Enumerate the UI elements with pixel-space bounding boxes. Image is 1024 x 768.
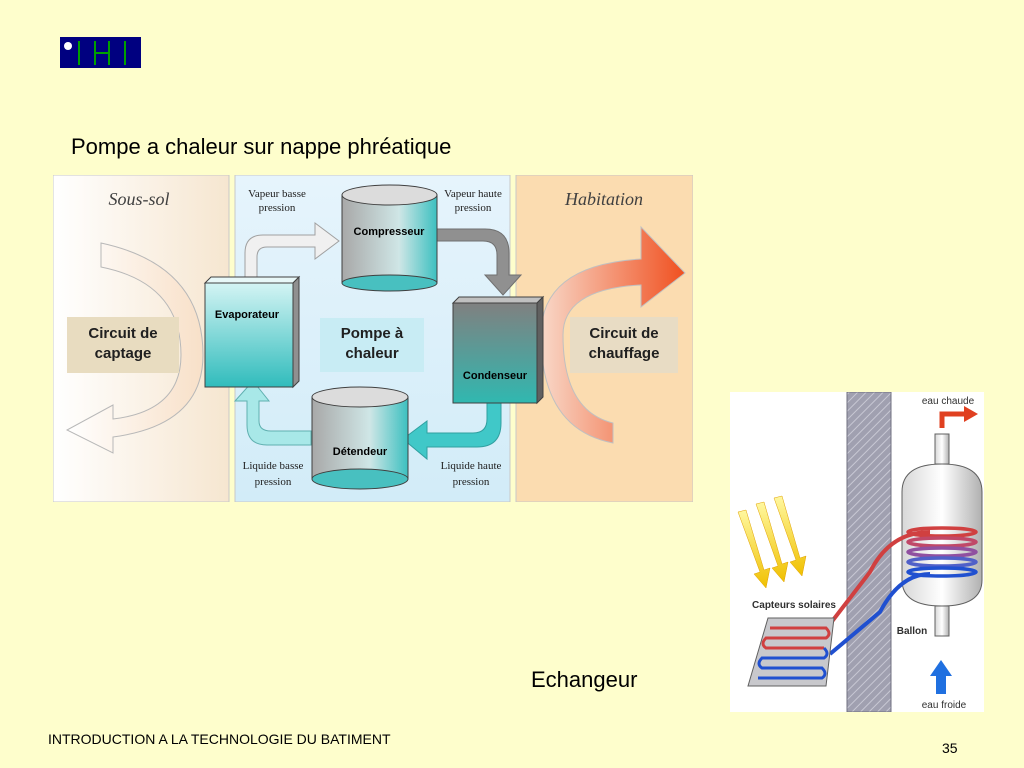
zone-habitation: Habitation [564,189,643,209]
zone-sous-sol: Sous-sol [108,189,169,209]
circuit-chauffage-line2: chauffage [589,345,660,362]
slide-title: Pompe a chaleur sur nappe phréatique [71,134,452,159]
compresseur-label: Compresseur [354,226,426,238]
liquide-haute-line1: Liquide haute [441,460,502,472]
compresseur-cylinder [341,194,438,284]
detendeur-cylinder [311,396,409,480]
cold-water-arrow-icon [936,674,946,694]
circuit-captage-line2: captage [95,345,152,362]
hot-water-arrow-icon [939,411,966,428]
liquide-basse-line1: Liquide basse [243,460,304,472]
chauffage-flow-arrow-icon [540,225,686,444]
capteurs-solaires-label: Capteurs solaires [752,600,836,611]
arrow-compresseur-condenseur-icon [436,228,523,296]
ballon-label: Ballon [897,626,928,637]
arrow-detendeur-evap-icon [233,380,312,446]
footer-text: INTRODUCTION A LA TECHNOLOGIE DU BATIMEN… [48,731,391,747]
eau-froide-label: eau froide [922,700,967,711]
vapeur-haute-line2: pression [455,202,492,214]
evaporateur-label: Evaporateur [215,309,280,321]
sun-rays-icon [737,495,807,589]
arrow-evap-compresseur-icon [244,222,340,286]
evaporateur-box [204,282,294,388]
vapeur-basse-line1: Vapeur basse [248,188,306,200]
echangeur-caption: Echangeur [531,667,638,692]
heat-pump-diagram: Sous-sol Habitation Circuit de captage C… [53,175,693,502]
logo-dot-icon [64,42,72,50]
page-number: 35 [942,740,958,756]
vapeur-haute-line1: Vapeur haute [444,188,502,200]
pompe-label-line1: Pompe à [341,325,404,342]
circuit-chauffage-line1: Circuit de [589,325,658,342]
pompe-label-line2: chaleur [345,345,399,362]
liquide-basse-line2: pression [255,476,292,488]
circuit-captage-line1: Circuit de [88,325,157,342]
solar-exchanger-diagram: eau chaude eau froide Capteurs solaires … [730,392,984,712]
condenseur-label: Condenseur [463,370,528,382]
hot-pipe [828,530,931,626]
arrow-condenseur-detendeur-icon [402,402,502,461]
cold-pipe [828,572,931,656]
detendeur-label: Détendeur [333,446,388,458]
eau-chaude-label: eau chaude [922,396,975,407]
logo [60,37,141,68]
condenseur-box [452,302,538,404]
liquide-haute-line2: pression [453,476,490,488]
vapeur-basse-line2: pression [259,202,296,214]
